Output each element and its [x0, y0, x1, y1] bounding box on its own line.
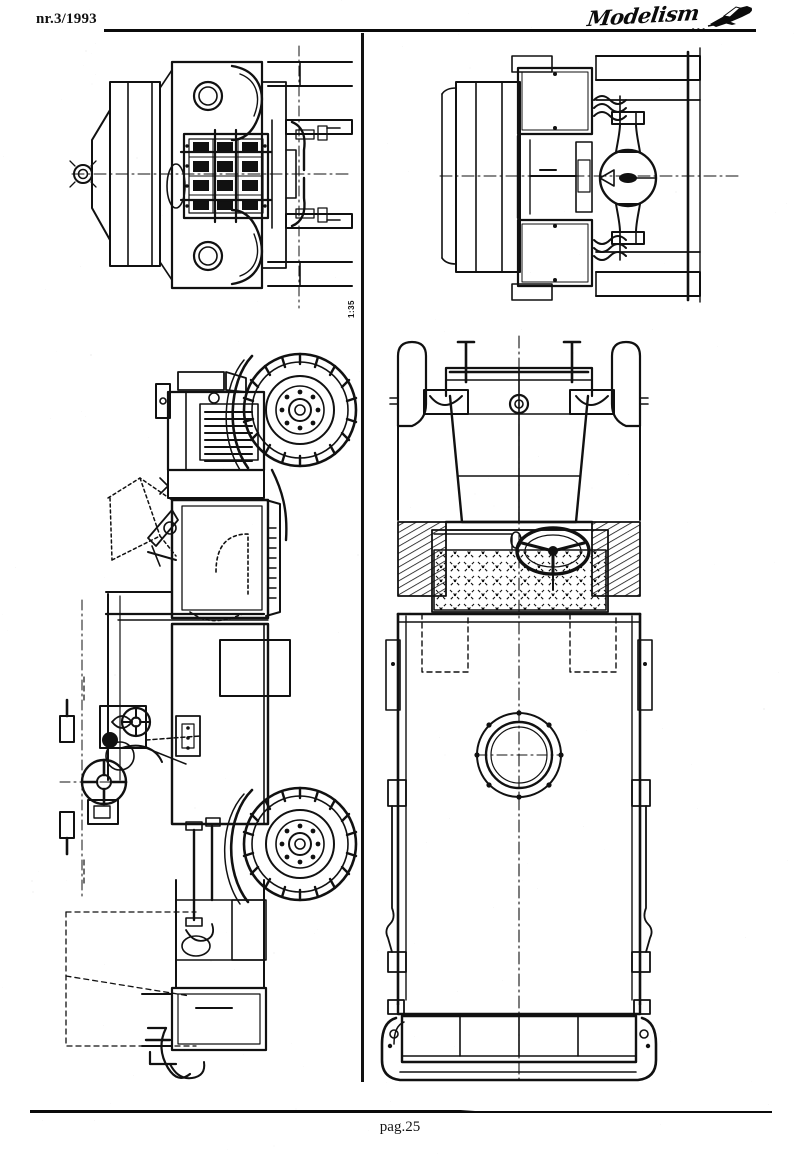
- header-rule: [104, 29, 756, 32]
- logo-dots: ...: [691, 16, 707, 35]
- issue-number: nr.3/1993: [36, 11, 97, 27]
- rear-view-group: [439, 47, 741, 303]
- plan-view-group: [380, 335, 658, 1083]
- footer-rule: [30, 1110, 772, 1113]
- side-view-group: [59, 352, 358, 1080]
- magazine-logo: Modelism ...: [586, 0, 758, 36]
- front-view-group: [69, 45, 353, 309]
- sheet-divider: [361, 33, 364, 1082]
- airplane-doodle-icon: [707, 6, 752, 27]
- page-number: pag.25: [379, 1119, 421, 1135]
